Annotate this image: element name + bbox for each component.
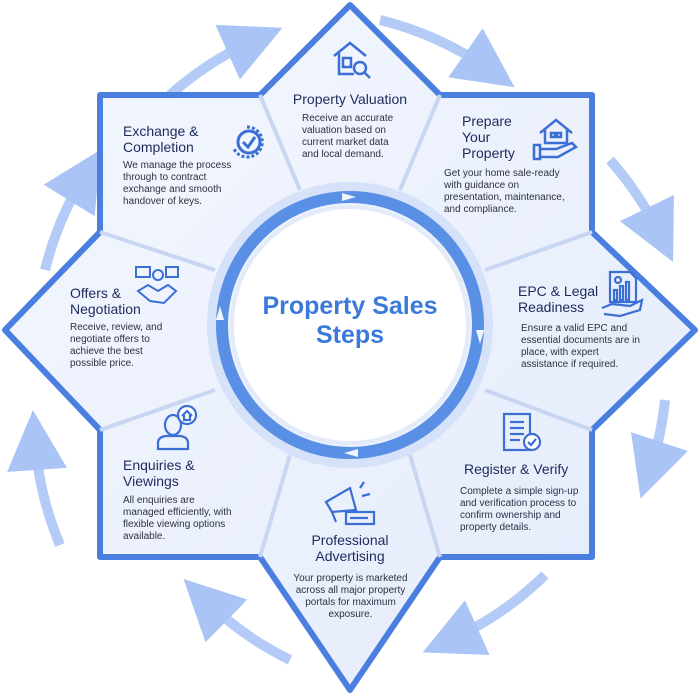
house-search-icon [333,41,371,79]
cycle-arrows [7,15,688,665]
ring-arrows [216,193,484,457]
cycle-arrow [378,15,515,88]
document-chart-hand-icon [601,270,644,318]
step-title: Offers & Negotiation [70,285,141,317]
handshake-icon [135,266,179,305]
step-description: Get your home sale-ready with guidance o… [444,168,565,215]
step-title: EPC & Legal Readiness [518,283,599,315]
step-description: All enquiries are managed efficiently, w… [123,495,232,542]
center-title: Property Sales Steps [262,292,438,349]
step-title: Prepare Your Property [462,113,515,161]
step-description: Receive an accurate valuation based on c… [302,113,394,160]
step-description: Receive, review, and negotiate offers to… [70,322,163,369]
step-title: Enquiries & Viewings [123,457,195,489]
step-title: Register & Verify [464,461,569,477]
step-description: Ensure a valid EPC and essential documen… [521,323,640,370]
center-circle [230,205,470,445]
step-title: Property Valuation [292,91,408,107]
cycle-arrow [183,579,293,665]
cycle-arrow [606,156,674,262]
section-dividers [99,94,593,558]
step-description: Your property is marketed across all maj… [293,573,408,620]
cycle-arrow [166,24,283,99]
step-title: Exchange & Completion [123,123,199,155]
cycle-arrow [422,571,549,655]
step-description: We manage the process through to contrac… [123,160,232,207]
checklist-verify-icon [502,412,542,452]
cycle-arrow [7,410,68,547]
step-title: Professional Advertising [311,532,389,564]
check-circle-icon [232,125,264,159]
megaphone-icon [324,481,376,526]
hand-house-icon [532,118,579,161]
center-ring-outer [207,182,493,468]
person-house-icon [156,405,198,451]
cycle-arrow [630,399,688,499]
cycle-arrow [40,149,101,272]
step-description: Complete a simple sign-up and verificati… [460,486,579,533]
